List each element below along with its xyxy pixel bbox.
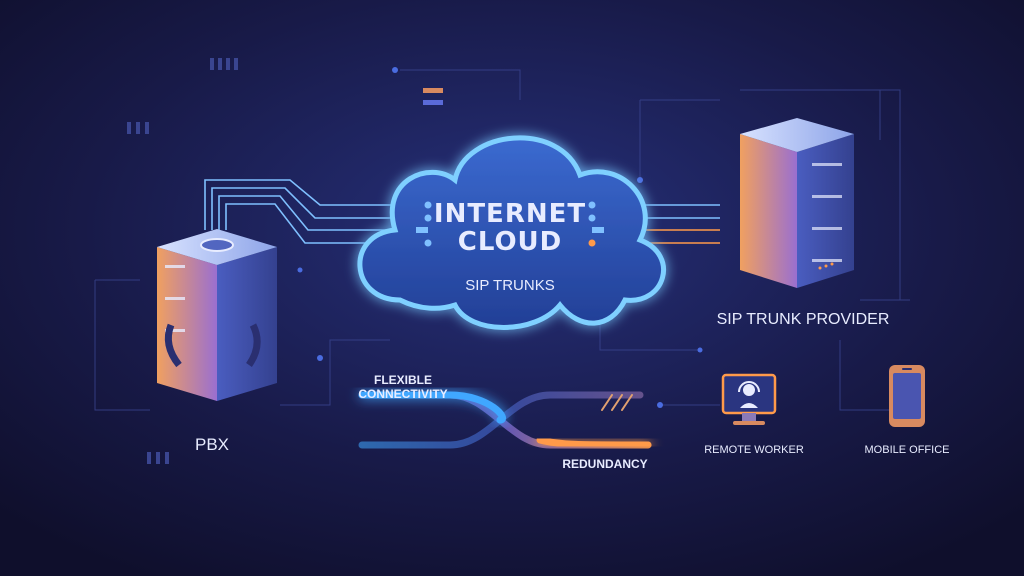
telephone-handset-icon (246, 323, 261, 368)
provider-server (740, 118, 854, 288)
telephone-handset-icon (164, 323, 182, 368)
remote-worker-label: REMOTE WORKER (704, 444, 804, 456)
provider-label: SIP TRUNK PROVIDER (717, 311, 890, 328)
flexible-label-line1: FLEXIBLE (374, 373, 432, 387)
decor-bars (127, 58, 443, 464)
flexible-label-line2: CONNECTIVITY (358, 387, 447, 401)
internet-cloud: INTERNET CLOUD SIP TRUNKS (357, 135, 667, 330)
circuit-nodes (297, 67, 703, 408)
monitor-headset-icon (721, 373, 777, 425)
pbx-label: PBX (195, 435, 229, 454)
smartphone-icon (889, 365, 925, 427)
cloud-title-line2: CLOUD (458, 227, 563, 257)
server-stack-icon (157, 229, 277, 401)
circuit-traces (94, 69, 910, 411)
cloud-subtitle: SIP TRUNKS (465, 277, 554, 294)
mobile-office-label: MOBILE OFFICE (865, 444, 950, 456)
redundancy-label: REDUNDANCY (562, 457, 647, 471)
cloud-icon (357, 135, 667, 330)
pbx-server (157, 229, 277, 401)
pbx-to-cloud-links (204, 179, 430, 244)
redundancy-glow (536, 436, 652, 449)
cloud-title-line1: INTERNET (434, 199, 586, 229)
feature-lanes (358, 391, 652, 449)
flexible-path (358, 391, 506, 424)
server-stack-icon (740, 118, 854, 288)
